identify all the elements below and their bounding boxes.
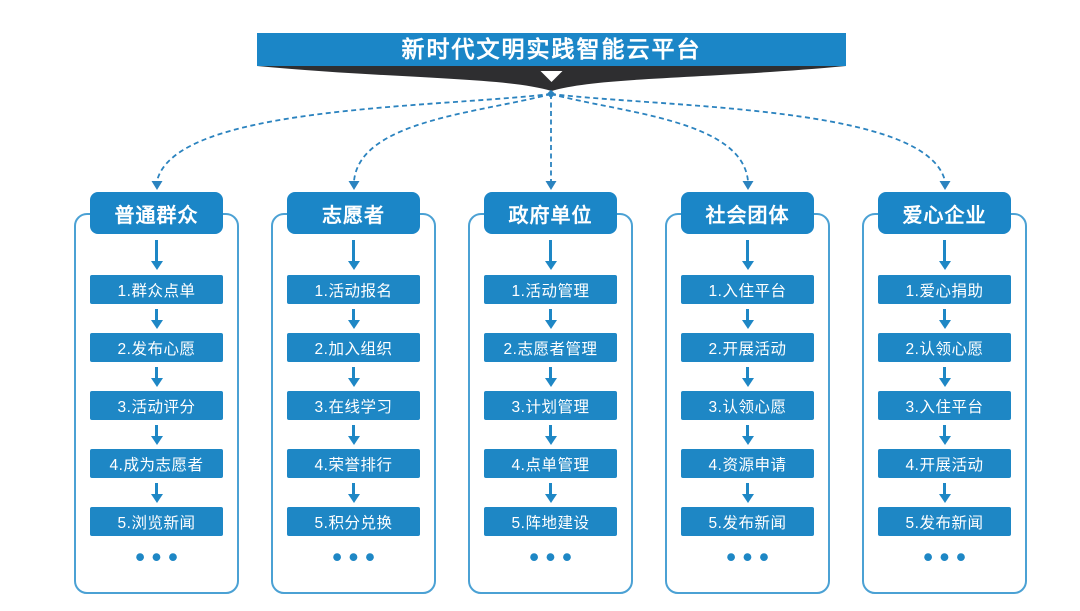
- down-arrow-icon: [741, 362, 754, 391]
- flow-step: 1.入住平台: [681, 275, 814, 304]
- flow-step: 5.浏览新闻: [90, 507, 223, 536]
- down-arrow-icon: [938, 304, 951, 333]
- flow-column-government: 政府单位 1.活动管理 2.志愿者管理 3.计划管理 4.点单管理 5.阵地建设…: [468, 192, 633, 594]
- flow-step: 5.发布新闻: [878, 507, 1011, 536]
- down-arrow-icon: [347, 362, 360, 391]
- down-arrow-icon: [544, 478, 557, 507]
- column-header: 政府单位: [484, 192, 617, 234]
- arrowhead-icon: [151, 181, 163, 190]
- connector-lines: [151, 89, 951, 190]
- flow-step: 1.爱心捐助: [878, 275, 1011, 304]
- connector-origin-point: [546, 89, 556, 99]
- flow-step: 4.开展活动: [878, 449, 1011, 478]
- flow-step: 2.开展活动: [681, 333, 814, 362]
- flow-step: 5.阵地建设: [484, 507, 617, 536]
- down-arrow-icon: [347, 478, 360, 507]
- more-indicator: •••: [135, 542, 185, 572]
- down-arrow-icon: [938, 420, 951, 449]
- flow-column-public: 普通群众 1.群众点单 2.发布心愿 3.活动评分 4.成为志愿者 5.浏览新闻…: [74, 192, 239, 594]
- down-arrow-icon: [150, 362, 163, 391]
- flow-step: 5.发布新闻: [681, 507, 814, 536]
- more-indicator: •••: [332, 542, 382, 572]
- flow-step: 4.荣誉排行: [287, 449, 420, 478]
- flow-step: 1.活动报名: [287, 275, 420, 304]
- connector-col4: [550, 93, 749, 182]
- more-indicator: •••: [923, 542, 973, 572]
- flow-column-social-group: 社会团体 1.入住平台 2.开展活动 3.认领心愿 4.资源申请 5.发布新闻 …: [665, 192, 830, 594]
- down-arrow-icon: [347, 304, 360, 333]
- down-arrow-icon: [150, 304, 163, 333]
- down-arrow-icon: [150, 234, 163, 275]
- page-title: 新时代文明实践智能云平台: [401, 36, 702, 62]
- down-arrow-icon: [540, 71, 563, 82]
- connector-col2: [353, 93, 552, 182]
- flow-step: 2.加入组织: [287, 333, 420, 362]
- down-arrow-icon: [741, 234, 754, 275]
- flow-column-volunteer: 志愿者 1.活动报名 2.加入组织 3.在线学习 4.荣誉排行 5.积分兑换 •…: [271, 192, 436, 594]
- flow-step: 3.认领心愿: [681, 391, 814, 420]
- arrowhead-icon: [545, 181, 557, 190]
- arrowhead-icon: [742, 181, 754, 190]
- down-arrow-icon: [938, 478, 951, 507]
- flow-step: 4.成为志愿者: [90, 449, 223, 478]
- down-arrow-icon: [544, 234, 557, 275]
- down-arrow-icon: [741, 304, 754, 333]
- down-arrow-icon: [150, 478, 163, 507]
- down-arrow-icon: [544, 420, 557, 449]
- flow-step: 4.资源申请: [681, 449, 814, 478]
- down-arrow-icon: [347, 420, 360, 449]
- flow-step: 4.点单管理: [484, 449, 617, 478]
- down-arrow-icon: [544, 362, 557, 391]
- flow-step: 2.认领心愿: [878, 333, 1011, 362]
- more-indicator: •••: [726, 542, 776, 572]
- more-indicator: •••: [529, 542, 579, 572]
- title-banner: 新时代文明实践智能云平台: [257, 33, 846, 66]
- arrowhead-icon: [348, 181, 360, 190]
- down-arrow-icon: [150, 420, 163, 449]
- flow-step: 3.活动评分: [90, 391, 223, 420]
- column-header: 志愿者: [287, 192, 420, 234]
- column-header: 社会团体: [681, 192, 814, 234]
- flow-step: 2.发布心愿: [90, 333, 223, 362]
- arrowhead-icon: [939, 181, 951, 190]
- down-arrow-icon: [741, 478, 754, 507]
- column-header: 普通群众: [90, 192, 223, 234]
- flow-step: 1.活动管理: [484, 275, 617, 304]
- flow-column-enterprise: 爱心企业 1.爱心捐助 2.认领心愿 3.入住平台 4.开展活动 5.发布新闻 …: [862, 192, 1027, 594]
- flow-step: 3.计划管理: [484, 391, 617, 420]
- flow-step: 3.在线学习: [287, 391, 420, 420]
- banner-ribbon: [257, 66, 846, 91]
- flow-step: 1.群众点单: [90, 275, 223, 304]
- down-arrow-icon: [347, 234, 360, 275]
- down-arrow-icon: [938, 362, 951, 391]
- flow-step: 2.志愿者管理: [484, 333, 617, 362]
- down-arrow-icon: [938, 234, 951, 275]
- flow-step: 5.积分兑换: [287, 507, 420, 536]
- column-header: 爱心企业: [878, 192, 1011, 234]
- flow-step: 3.入住平台: [878, 391, 1011, 420]
- down-arrow-icon: [544, 304, 557, 333]
- down-arrow-icon: [741, 420, 754, 449]
